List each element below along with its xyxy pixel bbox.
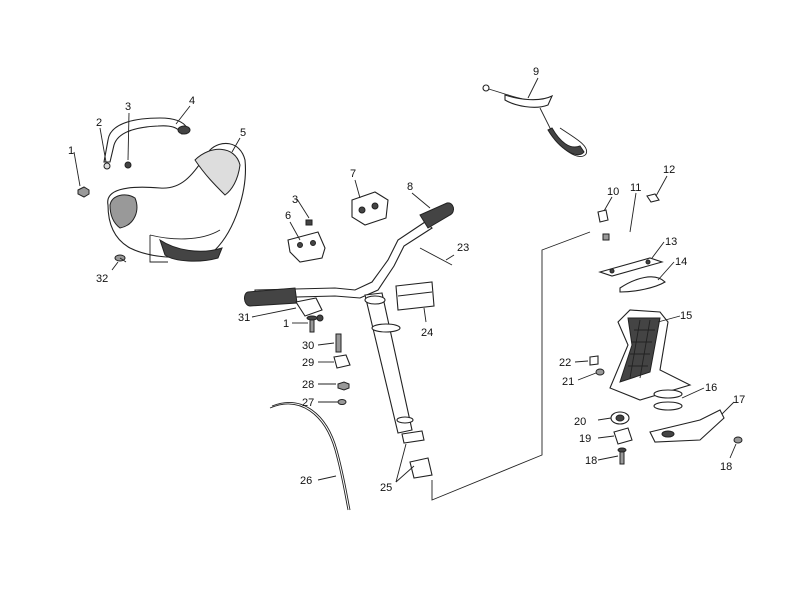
label-29: 29: [302, 357, 314, 369]
label-24: 24: [421, 327, 433, 339]
label-26: 26: [300, 475, 312, 487]
assembly-bracket-line: [431, 231, 591, 501]
label-16: 16: [705, 382, 717, 394]
label-3-seat: 3: [125, 101, 131, 113]
label-9: 9: [533, 66, 539, 78]
label-17: 17: [733, 394, 745, 406]
seat-assembly: [77, 117, 246, 263]
label-5: 5: [240, 127, 246, 139]
label-18-left: 18: [585, 455, 597, 467]
label-3-clamp: 3: [292, 194, 298, 206]
label-10: 10: [607, 186, 619, 198]
label-14: 14: [675, 256, 687, 268]
label-19: 19: [579, 433, 591, 445]
label-31: 31: [238, 312, 250, 324]
label-2: 2: [96, 117, 102, 129]
label-27: 27: [302, 397, 314, 409]
label-21: 21: [562, 376, 574, 388]
label-18-right: 18: [720, 461, 732, 473]
label-15: 15: [680, 310, 692, 322]
label-23: 23: [457, 242, 469, 254]
steering-assembly: [244, 191, 455, 511]
leader-lines: [73, 77, 737, 483]
label-1-seat-bolt: 1: [68, 145, 74, 157]
label-32: 32: [96, 273, 108, 285]
kill-switch-lanyard: [482, 84, 588, 157]
label-4: 4: [189, 95, 195, 107]
label-1-clamp-bolt: 1: [283, 318, 289, 330]
callout-labels: 1 2 3 4 5 32 3 6 7 8 9 10 11 12 13 14 15…: [68, 66, 745, 494]
label-25: 25: [380, 482, 392, 494]
label-12: 12: [663, 164, 675, 176]
label-30: 30: [302, 340, 314, 352]
label-28: 28: [302, 379, 314, 391]
steering-pedestal: [589, 193, 743, 465]
label-22: 22: [559, 357, 571, 369]
label-20: 20: [574, 416, 586, 428]
label-6: 6: [285, 210, 291, 222]
label-13: 13: [665, 236, 677, 248]
label-8: 8: [407, 181, 413, 193]
label-7: 7: [350, 168, 356, 180]
label-11: 11: [630, 182, 641, 194]
